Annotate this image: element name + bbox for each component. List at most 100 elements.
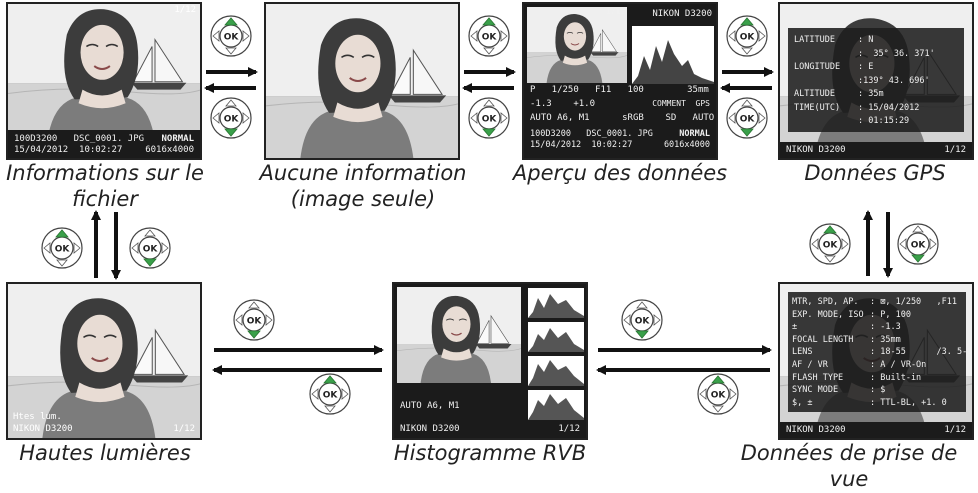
data-row-value: : Built-in	[870, 372, 922, 383]
camera-model: NIKON D3200	[786, 424, 846, 435]
white-balance: AUTO A6, M1	[400, 401, 460, 411]
svg-text:OK: OK	[635, 317, 651, 327]
multi-selector-down-icon: OK	[209, 96, 253, 144]
screen-file-info: 1/12 100D3200 DSC_0001. JPG NORMAL 15/04…	[6, 2, 202, 160]
data-row-label: LENS	[792, 347, 813, 358]
multi-selector-down-icon: OK	[467, 96, 511, 144]
data-row: FOCAL LENGTH : 35mm	[792, 334, 972, 347]
svg-text:OK: OK	[711, 391, 727, 401]
data-row: : 01:15:29	[794, 115, 935, 129]
svg-text:OK: OK	[224, 115, 240, 125]
data-row-value: : 35mm	[870, 334, 901, 345]
data-row-value: : P, 100	[870, 309, 911, 320]
data-row-value: : 35° 36. 371'	[858, 48, 935, 59]
screen-image-only	[264, 2, 460, 160]
rgb-histograms	[528, 288, 584, 420]
image-size: 6016x4000	[145, 144, 194, 155]
luminance-histogram	[632, 26, 714, 84]
camera-model: NIKON D3200	[13, 423, 73, 434]
svg-text:OK: OK	[740, 115, 756, 125]
caption-highlights: Hautes lumières	[19, 441, 191, 465]
data-row-value: : A / VR-On	[870, 359, 927, 370]
data-row: $, ± : TTL-BL, +1. 0	[792, 397, 972, 410]
multi-selector-down-icon: OK	[232, 298, 276, 346]
frame-counter: 1/12	[944, 424, 966, 435]
date-time: 15/04/2012 10:02:27	[530, 140, 633, 150]
quality-label: NORMAL	[679, 129, 710, 139]
data-row-label: FOCAL LENGTH	[792, 334, 854, 345]
data-row-label: TIME(UTC)	[794, 102, 841, 113]
multi-selector-up-icon: OK	[209, 14, 253, 62]
data-row-value: : $	[870, 385, 886, 396]
navigation-arrows	[91, 67, 893, 375]
data-row: EXP. MODE, ISO : P, 100	[792, 309, 972, 322]
data-row: AF / VR: A / VR-On	[792, 359, 972, 372]
frame-counter: 1/12	[944, 144, 966, 155]
svg-text:OK: OK	[224, 33, 240, 43]
data-row-label: LATITUDE	[794, 35, 835, 45]
caption-overview: Aperçu des données	[512, 161, 728, 185]
data-row-label: ±	[792, 322, 798, 333]
data-row: LENS : 18-55 /3. 5-5. 6	[792, 346, 973, 359]
data-row-label: LONGITUDE	[794, 62, 841, 72]
caption-image-only: Aucune information(image seule)	[259, 161, 467, 212]
data-row-value: : 35m	[858, 89, 884, 99]
date-time: 15/04/2012 10:02:27	[14, 144, 123, 155]
multi-selector-down-icon: OK	[896, 222, 940, 270]
image-size: 6016x4000	[663, 140, 710, 150]
svg-text:OK: OK	[143, 245, 159, 255]
svg-text:OK: OK	[740, 33, 756, 43]
svg-text:OK: OK	[911, 241, 927, 251]
multi-selector-down-icon: OK	[128, 226, 172, 274]
data-row-value: : 01:15:29	[858, 116, 910, 126]
multi-selector-up-icon: OK	[808, 222, 852, 270]
svg-text:OK: OK	[55, 245, 71, 255]
screen-highlights: Htes lum. NIKON D3200 1/12	[6, 282, 202, 440]
caption-rgb-histogram: Histogramme RVB	[393, 441, 587, 465]
data-row: ALTITUDE : 35m	[794, 88, 935, 102]
camera-model: NIKON D3200	[400, 423, 460, 434]
svg-text:OK: OK	[482, 33, 498, 43]
multi-selector-up-icon: OK	[467, 14, 511, 62]
data-row-label: EXP. MODE, ISO	[792, 309, 864, 320]
multi-selector-up-icon: OK	[40, 226, 84, 274]
data-row-value: : 15/04/2012	[858, 102, 920, 113]
data-row-label: FLASH TYPE	[792, 372, 844, 383]
data-row-label: MTR, SPD, AP.	[792, 297, 859, 307]
data-row: TIME(UTC) : 15/04/2012	[794, 102, 935, 116]
data-row-value: : 18-55 /3. 5-5. 6	[870, 347, 973, 358]
file-name: 100D3200 DSC_0001. JPG	[14, 133, 145, 144]
data-row: SYNC MODE : $	[792, 384, 972, 397]
data-row-value: :139° 43. 696'	[858, 75, 930, 86]
compensation-row: -1.3 +1.0	[530, 99, 596, 109]
data-row: LONGITUDE : E	[794, 61, 935, 75]
data-row-label: ALTITUDE	[794, 89, 835, 99]
svg-text:OK: OK	[482, 115, 498, 125]
screen-gps: LATITUDE: N: 35° 36. 371' LONGITUDE : E :13…	[778, 2, 974, 160]
data-row: LATITUDE: N	[794, 34, 935, 48]
multi-selector-up-icon: OK	[696, 372, 740, 420]
data-row-value: : -1.3	[870, 322, 901, 333]
svg-text:OK: OK	[323, 391, 339, 401]
data-row-value: : TTL-BL, +1. 0	[870, 397, 947, 408]
data-row: :139° 43. 696'	[794, 75, 935, 89]
data-row-value: : E	[858, 62, 874, 72]
file-name: 100D3200 DSC_0001. JPG	[530, 129, 653, 139]
wb-row: AUTO A6, M1 sRGB SD AUTO	[530, 113, 715, 123]
data-row-label: SYNC MODE	[792, 385, 839, 396]
screen-overview: 1/12 NIKON D3200 P 1/250 F11 100 35mm -1…	[522, 2, 718, 160]
data-row: FLASH TYPE : Built-in	[792, 372, 972, 385]
camera-model: NIKON D3200	[786, 144, 846, 155]
frame-counter: 1/12	[174, 5, 196, 15]
data-row-label: $, ±	[792, 397, 813, 408]
frame-counter: 1/12	[173, 423, 195, 434]
multi-selector-up-icon: OK	[308, 372, 352, 420]
multi-selector-down-icon: OK	[725, 96, 769, 144]
exposure-row: P 1/250 F11 100 35mm	[530, 85, 709, 95]
svg-text:OK: OK	[247, 317, 263, 327]
quality-label: NORMAL	[161, 133, 194, 144]
multi-selector-up-icon: OK	[725, 14, 769, 62]
